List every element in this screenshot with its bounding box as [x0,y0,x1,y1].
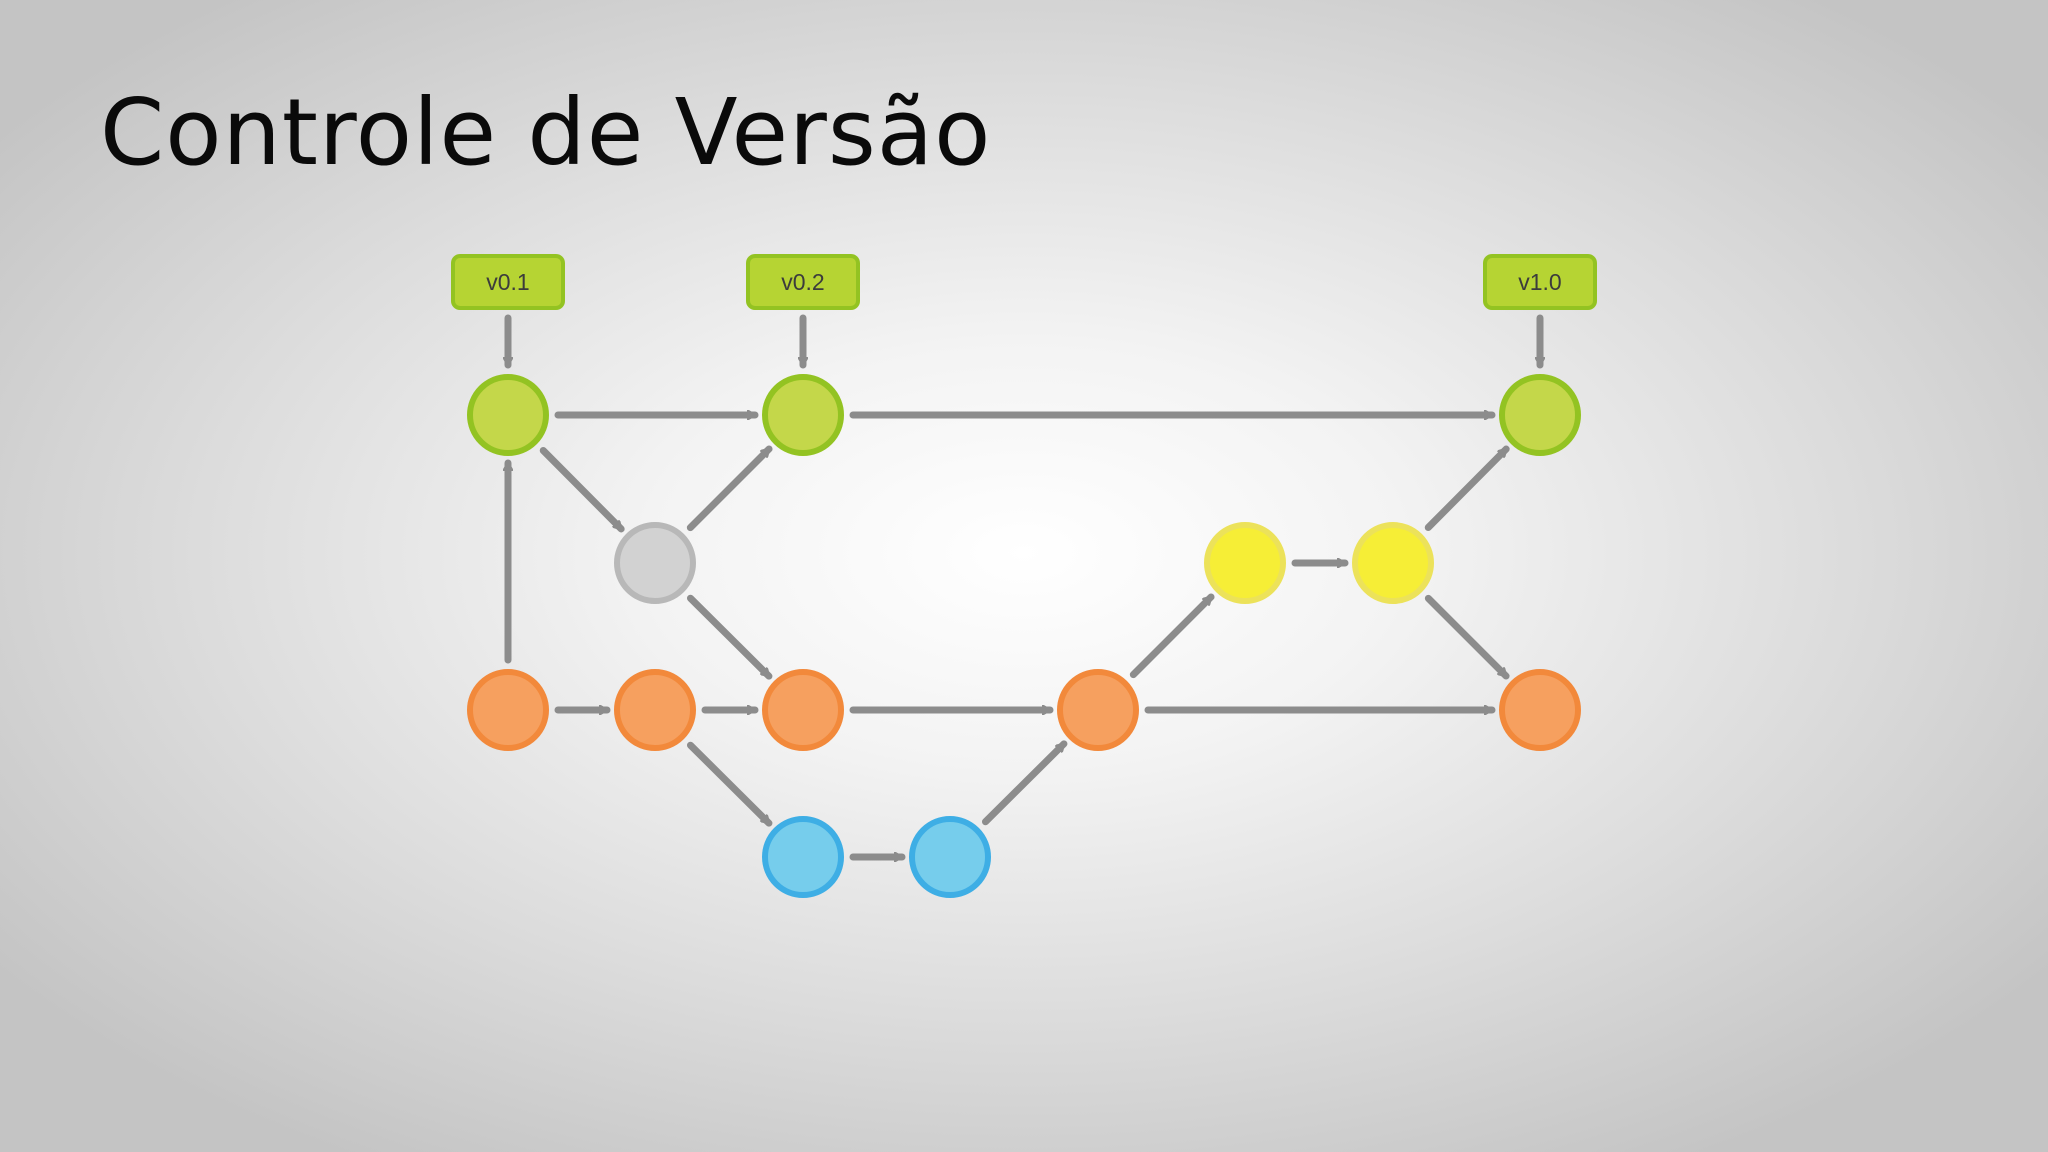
yellow-commit-node-y2 [1352,522,1434,604]
arrow-g1-to-gr [539,446,625,533]
version-tag-box [1483,254,1597,310]
arrow-o2-to-b1 [686,741,773,827]
arrow-y2-to-g3 [1424,445,1510,532]
arrow-gr-to-g2 [686,445,773,532]
orange-commit-node-o3 [762,669,844,751]
tags-layer: v0.1 v0.2 v1.0 [451,254,1597,369]
green-commit-node-g2 [762,374,844,456]
edges-layer [508,415,1510,857]
arrow-gr-to-o3 [686,594,773,680]
arrow-y2-to-o5 [1424,594,1510,680]
version-tag-label: v0.2 [781,269,824,295]
green-commit-node-g1 [467,374,549,456]
orange-commit-node-o5 [1499,669,1581,751]
blue-commit-node-b2 [909,816,991,898]
version-tag-label: v1.0 [1518,269,1561,295]
arrow-o4-to-y1 [1129,593,1215,679]
nodes-layer [467,374,1581,898]
yellow-commit-node-y1 [1204,522,1286,604]
green-commit-node-g3 [1499,374,1581,456]
gray-commit-node-gr [614,522,696,604]
version-tag-box [451,254,565,310]
version-tag-v1.0: v1.0 [1483,254,1597,369]
version-tag-v0.1: v0.1 [451,254,565,369]
orange-commit-node-o1 [467,669,549,751]
orange-commit-node-o4 [1057,669,1139,751]
slide-title: Controle de Versão [100,79,992,186]
version-tag-v0.2: v0.2 [746,254,860,369]
version-tag-box [746,254,860,310]
orange-commit-node-o2 [614,669,696,751]
version-tag-label: v0.1 [486,269,529,295]
arrow-b2-to-o4 [981,740,1068,826]
blue-commit-node-b1 [762,816,844,898]
